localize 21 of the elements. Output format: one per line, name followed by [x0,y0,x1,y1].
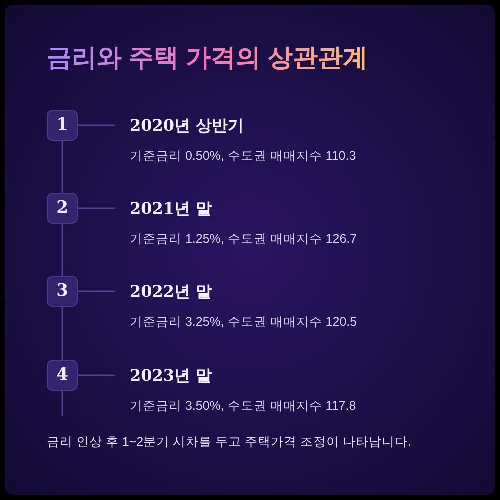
step-number-box: 4 [47,360,78,391]
connector-line [62,224,64,276]
connector-line [78,290,115,292]
step-number-box: 2 [47,193,78,224]
connector-line [78,208,115,210]
connector-line [62,307,64,360]
period-heading: 2020년 상반기 [130,115,246,137]
rate-and-index-text: 기준금리 0.50%, 수도권 매매지수 110.3 [130,148,358,165]
rate-and-index-text: 기준금리 1.25%, 수도권 매매지수 126.7 [130,231,358,248]
period-heading: 2023년 말 [130,365,214,387]
step-number-box: 1 [47,110,78,141]
caption: 금리 인상 후 1~2분기 시차를 두고 주택가격 조정이 나타납니다. [47,434,412,451]
connector-line [62,141,64,193]
step-number-box: 3 [47,276,78,307]
rate-and-index-text: 기준금리 3.25%, 수도권 매매지수 120.5 [130,314,358,331]
connector-line [62,391,64,416]
connector-line [78,374,115,376]
connector-line [78,124,115,126]
rate-and-index-text: 기준금리 3.50%, 수도권 매매지수 117.8 [130,398,358,415]
period-heading: 2021년 말 [130,198,214,220]
period-heading: 2022년 말 [130,281,214,303]
